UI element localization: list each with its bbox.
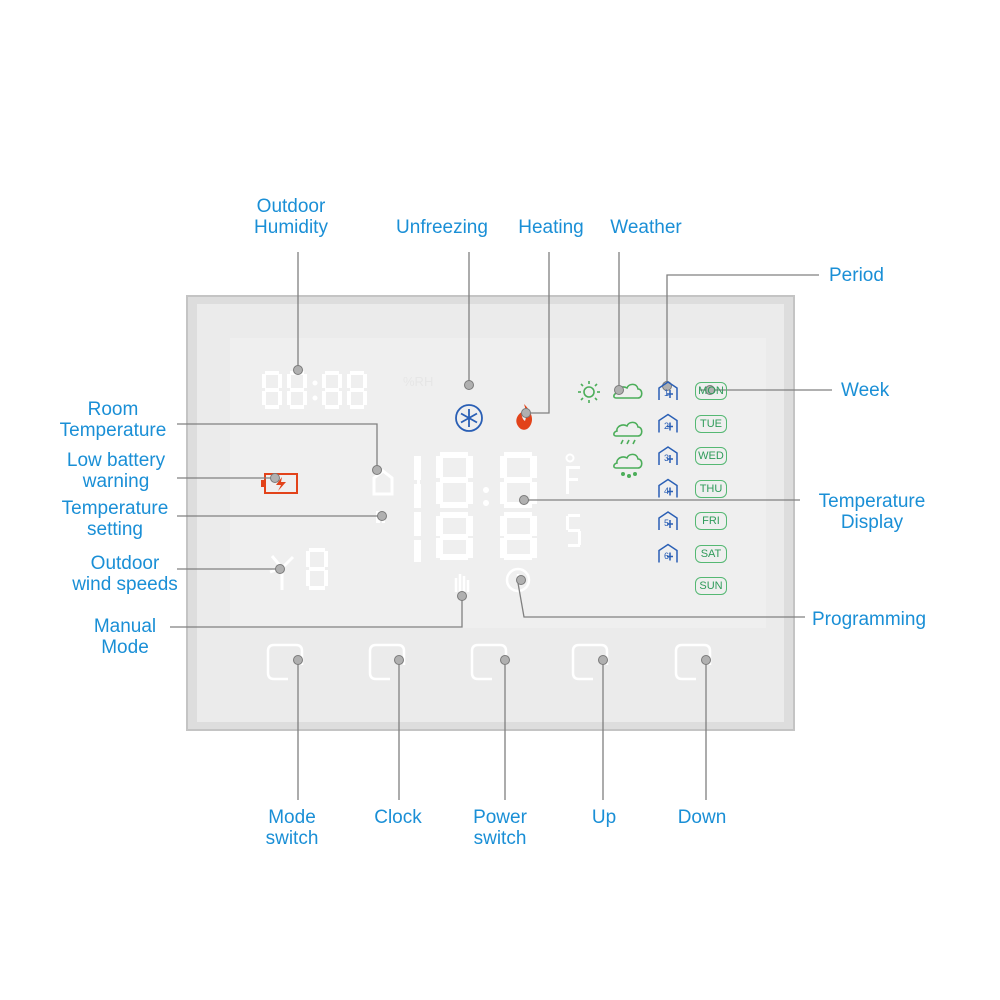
label-unfreezing: Unfreezing xyxy=(396,217,488,238)
house-period-icon xyxy=(658,446,678,465)
label-heating: Heating xyxy=(518,217,584,238)
clock-button[interactable] xyxy=(368,643,406,681)
day-badge-sat: SAT xyxy=(695,544,727,563)
mode-switch-button[interactable] xyxy=(266,643,304,681)
home-icon xyxy=(372,469,394,496)
day-badge-mon: MON xyxy=(695,382,727,400)
sun-icon xyxy=(578,381,600,403)
rain-cloud-icon xyxy=(613,421,643,445)
day-badge-sun: SUN xyxy=(695,577,727,595)
power-switch-button[interactable] xyxy=(470,643,508,681)
label-programming: Programming xyxy=(812,609,927,630)
period-number: 2 xyxy=(664,420,670,431)
label-week: Week xyxy=(841,380,890,401)
house-period-icon xyxy=(658,511,678,530)
callout-dots xyxy=(270,365,715,665)
temperature-digits xyxy=(414,452,581,562)
house-period-icon xyxy=(658,381,678,400)
snow-cloud-icon xyxy=(613,453,643,479)
house-period-icon xyxy=(658,478,678,498)
period-number: 3 xyxy=(664,453,670,463)
period-icons xyxy=(658,381,678,563)
humidity-unit: %RH xyxy=(403,374,434,389)
label-down: Down xyxy=(677,807,727,828)
period-number: 4 xyxy=(664,485,670,496)
period-number: 1 xyxy=(664,388,670,398)
battery-icon xyxy=(261,473,298,494)
label-weather: Weather xyxy=(610,217,682,238)
period-number: 5 xyxy=(664,518,670,528)
day-badge-fri: FRI xyxy=(695,512,727,530)
wind-speed-digit xyxy=(306,548,328,590)
house-period-icon xyxy=(658,413,678,433)
period-number: 6 xyxy=(664,550,670,561)
day-badge-tue: TUE xyxy=(695,414,727,433)
day-badge-thu: THU xyxy=(695,479,727,498)
snowflake-icon xyxy=(455,404,483,432)
down-button[interactable] xyxy=(674,643,712,681)
label-period: Period xyxy=(829,265,884,286)
house-period-icon xyxy=(658,543,678,563)
leader-lines xyxy=(170,252,832,800)
cloud-icon xyxy=(613,383,643,399)
label-up: Up xyxy=(591,807,617,828)
up-button[interactable] xyxy=(571,643,609,681)
day-badge-wed: WED xyxy=(695,447,727,465)
label-clock: Clock xyxy=(374,807,422,828)
hand-icon xyxy=(454,574,470,592)
